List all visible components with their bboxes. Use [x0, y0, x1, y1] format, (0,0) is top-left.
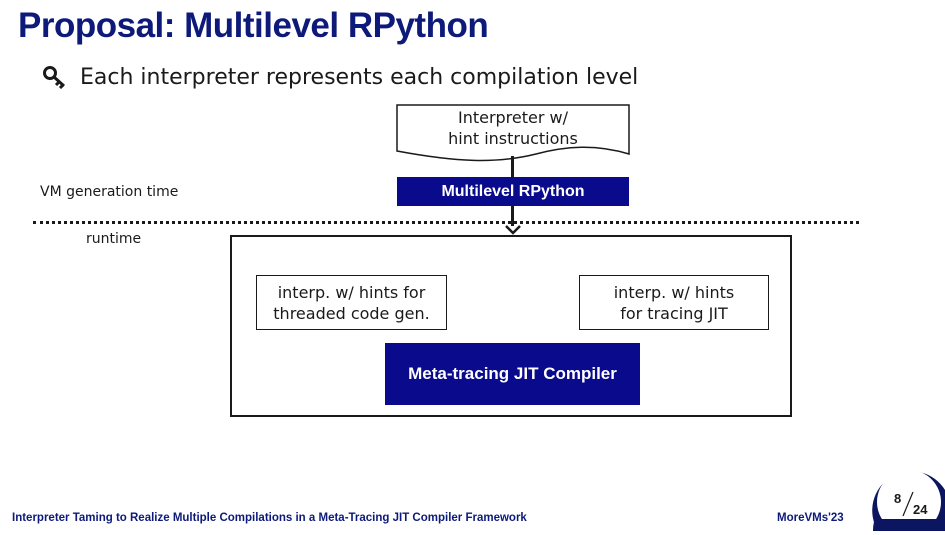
page-indicator: 8 24: [868, 462, 945, 534]
threaded-interp-box: interp. w/ hints for threaded code gen.: [256, 275, 447, 330]
bullet-item: Each interpreter represents each compila…: [42, 62, 638, 92]
source-document-line2: hint instructions: [448, 129, 578, 148]
page-indicator-shape: 8 24: [872, 470, 945, 534]
document-shape: [396, 104, 630, 162]
generation-time-label: VM generation time: [40, 184, 179, 200]
runtime-container: [230, 235, 792, 417]
connector-line-top: [511, 156, 514, 177]
tracing-interp-box: interp. w/ hints for tracing JIT: [579, 275, 769, 330]
tracing-interp-line1: interp. w/ hints: [613, 282, 735, 302]
slide-title: Proposal: Multilevel RPython: [18, 6, 489, 45]
threaded-interp-line1: interp. w/ hints for: [277, 282, 426, 302]
meta-tracing-jit-box: Meta-tracing JIT Compiler: [385, 343, 640, 405]
connector-line-bottom: [511, 206, 514, 226]
arrow-down-icon: [505, 225, 521, 235]
footer-venue: MoreVMs'23: [777, 512, 844, 524]
footer-paper-title: Interpreter Taming to Realize Multiple C…: [12, 512, 527, 524]
key-icon: [43, 66, 66, 89]
runtime-label: runtime: [86, 231, 142, 247]
source-document-line1: Interpreter w/: [457, 108, 569, 127]
source-document: Interpreter w/ hint instructions: [396, 104, 630, 164]
phase-divider: [33, 221, 859, 224]
multilevel-rpython-box: Multilevel RPython: [397, 177, 629, 206]
tracing-interp-line2: for tracing JIT: [620, 303, 728, 323]
total-page-number: 24: [913, 502, 928, 517]
threaded-interp-line2: threaded code gen.: [273, 303, 430, 323]
bullet-text: Each interpreter represents each compila…: [80, 64, 639, 90]
current-page-number: 8: [894, 491, 901, 506]
